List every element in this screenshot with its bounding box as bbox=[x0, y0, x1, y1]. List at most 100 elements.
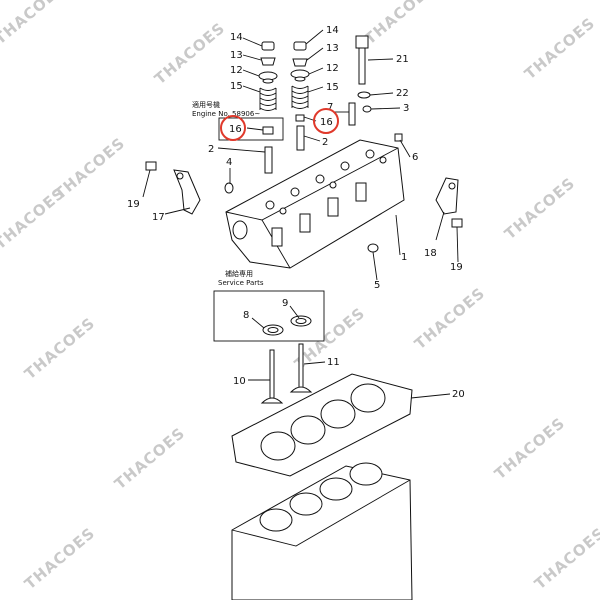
intake-valve-stem bbox=[269, 349, 275, 399]
head-port bbox=[299, 213, 311, 233]
block-bore bbox=[259, 508, 293, 532]
callout-4: 4 bbox=[226, 157, 232, 168]
valves bbox=[260, 343, 313, 404]
gasket-bore bbox=[320, 399, 356, 429]
watermark: THACOES bbox=[521, 14, 599, 83]
head-bolt-group bbox=[355, 35, 372, 113]
leader-line bbox=[307, 86, 324, 93]
cylinder-block-body bbox=[231, 465, 413, 601]
dowel-pin-part bbox=[348, 102, 356, 126]
valve-spring-part bbox=[291, 85, 309, 109]
callout-11: 11 bbox=[327, 357, 340, 368]
block-bore bbox=[349, 462, 383, 486]
callout-22: 22 bbox=[396, 88, 409, 99]
watermark: THACOES bbox=[491, 414, 569, 483]
leader-line bbox=[395, 214, 401, 256]
callout-7: 7 bbox=[327, 102, 333, 113]
leader-line bbox=[370, 107, 401, 110]
gasket-bore bbox=[260, 431, 296, 461]
block-bore bbox=[319, 477, 353, 501]
watermark: THACOES bbox=[21, 524, 99, 593]
head-boss bbox=[379, 156, 387, 164]
leader-line bbox=[456, 226, 459, 263]
valve-guide-part bbox=[264, 146, 273, 174]
callout-1: 1 bbox=[401, 252, 407, 263]
callout-13: 13 bbox=[230, 50, 243, 61]
head-port bbox=[271, 227, 283, 247]
head-boss bbox=[340, 161, 350, 171]
leader-line bbox=[246, 127, 264, 131]
lifting-bracket-right bbox=[435, 177, 459, 215]
intake-valve-head bbox=[260, 397, 284, 404]
bracket-bolt bbox=[145, 161, 157, 171]
plug-part bbox=[394, 133, 403, 142]
leader-line bbox=[305, 29, 324, 45]
callout-3: 3 bbox=[403, 103, 409, 114]
head-boss bbox=[329, 181, 337, 189]
exhaust-valve-stem bbox=[298, 343, 304, 389]
callout-16: 16 bbox=[320, 117, 333, 128]
lifting-bracket-left bbox=[173, 169, 201, 215]
cylinder-block-deck-edge bbox=[231, 479, 411, 547]
callout-18: 18 bbox=[424, 248, 437, 259]
plug-part bbox=[367, 243, 379, 253]
leader-line bbox=[164, 207, 191, 215]
leader-line bbox=[217, 147, 266, 153]
callout-9: 9 bbox=[282, 298, 288, 309]
leader-line bbox=[242, 54, 262, 61]
leader-line bbox=[242, 85, 261, 93]
washer-part bbox=[357, 91, 371, 99]
service-note-en: Service Parts bbox=[218, 279, 264, 287]
head-boss bbox=[265, 200, 275, 210]
watermark: THACOES bbox=[21, 314, 99, 383]
callout-12: 12 bbox=[326, 63, 339, 74]
leader-lines bbox=[142, 29, 459, 399]
head-bolt-head bbox=[355, 35, 369, 49]
callout-5: 5 bbox=[374, 280, 380, 291]
watermark: THACOES bbox=[151, 19, 229, 88]
head-boss bbox=[365, 149, 375, 159]
highlight-circle-16-right bbox=[313, 108, 339, 134]
watermark: THACOES bbox=[531, 524, 600, 593]
valve-seal-part bbox=[262, 126, 274, 135]
head-boss bbox=[279, 207, 287, 215]
cylinder-head-body bbox=[225, 139, 405, 269]
callout-17: 17 bbox=[152, 212, 165, 223]
valve-cap-part bbox=[293, 41, 307, 51]
callout-14: 14 bbox=[230, 32, 243, 43]
watermark: THACOES bbox=[0, 0, 69, 48]
leader-line bbox=[306, 47, 324, 61]
callout-labels: 14 13 12 15 14 13 12 15 21 22 3 7 16 16 … bbox=[127, 25, 465, 400]
callout-6: 6 bbox=[412, 152, 418, 163]
block-bore bbox=[289, 492, 323, 516]
leader-line bbox=[303, 135, 321, 142]
callout-21: 21 bbox=[396, 54, 409, 65]
watermark: THACOES bbox=[411, 284, 489, 353]
valve-cap-part bbox=[261, 41, 275, 51]
bracket-bolt bbox=[451, 218, 463, 228]
head-port bbox=[355, 182, 367, 202]
callout-13: 13 bbox=[326, 43, 339, 54]
spring-retainer-inner bbox=[294, 76, 306, 82]
callout-15: 15 bbox=[230, 81, 243, 92]
watermark: THACOES bbox=[111, 424, 189, 493]
service-note-jp: 補給専用 bbox=[225, 269, 253, 278]
valve-keeper-part bbox=[292, 58, 308, 67]
plug-part bbox=[224, 182, 234, 194]
head-port bbox=[232, 220, 248, 240]
bracket-hole bbox=[448, 182, 456, 190]
engine-note-jp: 適用号機 bbox=[192, 100, 220, 109]
leader-line bbox=[399, 139, 411, 158]
bracket-hole bbox=[176, 172, 184, 180]
spring-retainer-inner bbox=[262, 78, 274, 84]
head-boss bbox=[315, 174, 325, 184]
callout-15: 15 bbox=[326, 82, 339, 93]
watermark: THACOES bbox=[361, 0, 439, 48]
valve-seat-insert-inner bbox=[267, 327, 279, 333]
lifting-brackets bbox=[145, 161, 463, 228]
watermark: THACOES bbox=[0, 184, 69, 253]
leader-line bbox=[367, 58, 394, 61]
cylinder-block bbox=[231, 462, 413, 601]
valve-keeper-part bbox=[260, 57, 276, 66]
